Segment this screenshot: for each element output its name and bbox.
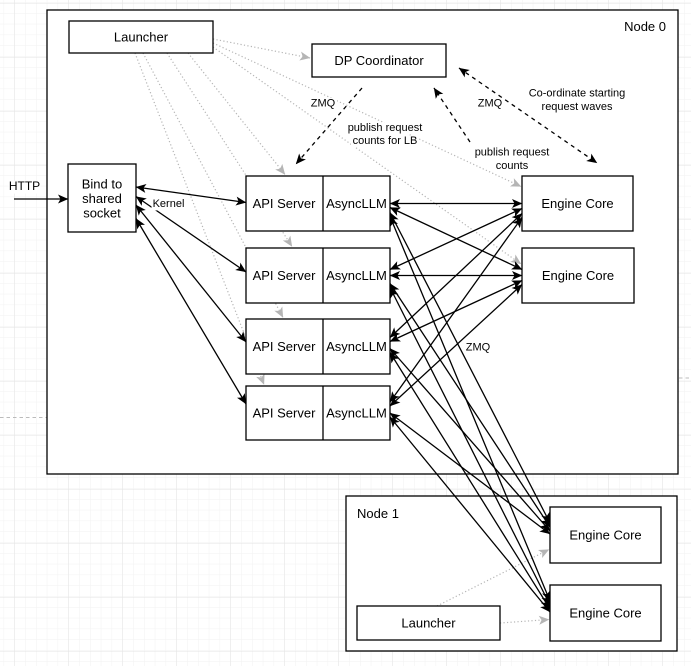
svg-text:API Server: API Server xyxy=(253,339,317,354)
svg-text:Engine Core: Engine Core xyxy=(541,196,613,211)
svg-text:HTTP: HTTP xyxy=(9,179,40,193)
svg-text:AsyncLLM: AsyncLLM xyxy=(326,339,387,354)
svg-text:Kernel: Kernel xyxy=(153,198,185,210)
svg-text:Node 1: Node 1 xyxy=(357,506,399,521)
svg-text:Bind to: Bind to xyxy=(82,177,122,192)
svg-text:Launcher: Launcher xyxy=(114,30,169,45)
svg-text:shared: shared xyxy=(82,191,122,206)
svg-text:API Server: API Server xyxy=(253,406,317,421)
svg-text:ZMQ: ZMQ xyxy=(311,98,336,110)
svg-text:AsyncLLM: AsyncLLM xyxy=(326,196,387,211)
svg-text:AsyncLLM: AsyncLLM xyxy=(326,268,387,283)
svg-text:API Server: API Server xyxy=(253,196,317,211)
svg-text:AsyncLLM: AsyncLLM xyxy=(326,406,387,421)
svg-text:Co-ordinate starting: Co-ordinate starting xyxy=(529,88,626,100)
svg-text:ZMQ: ZMQ xyxy=(478,98,503,110)
svg-text:Engine Core: Engine Core xyxy=(569,528,641,543)
svg-text:Engine Core: Engine Core xyxy=(569,606,641,621)
svg-text:request waves: request waves xyxy=(542,101,613,113)
svg-text:Engine Core: Engine Core xyxy=(542,268,614,283)
svg-text:DP Coordinator: DP Coordinator xyxy=(334,53,424,68)
svg-text:counts for LB: counts for LB xyxy=(353,135,418,147)
svg-text:ZMQ: ZMQ xyxy=(466,342,491,354)
svg-text:socket: socket xyxy=(83,206,121,221)
svg-text:publish request: publish request xyxy=(475,147,550,159)
svg-text:API Server: API Server xyxy=(253,268,317,283)
svg-text:Node 0: Node 0 xyxy=(624,19,666,34)
svg-text:Launcher: Launcher xyxy=(401,616,456,631)
svg-text:publish request: publish request xyxy=(348,122,423,134)
svg-text:counts: counts xyxy=(496,160,529,172)
